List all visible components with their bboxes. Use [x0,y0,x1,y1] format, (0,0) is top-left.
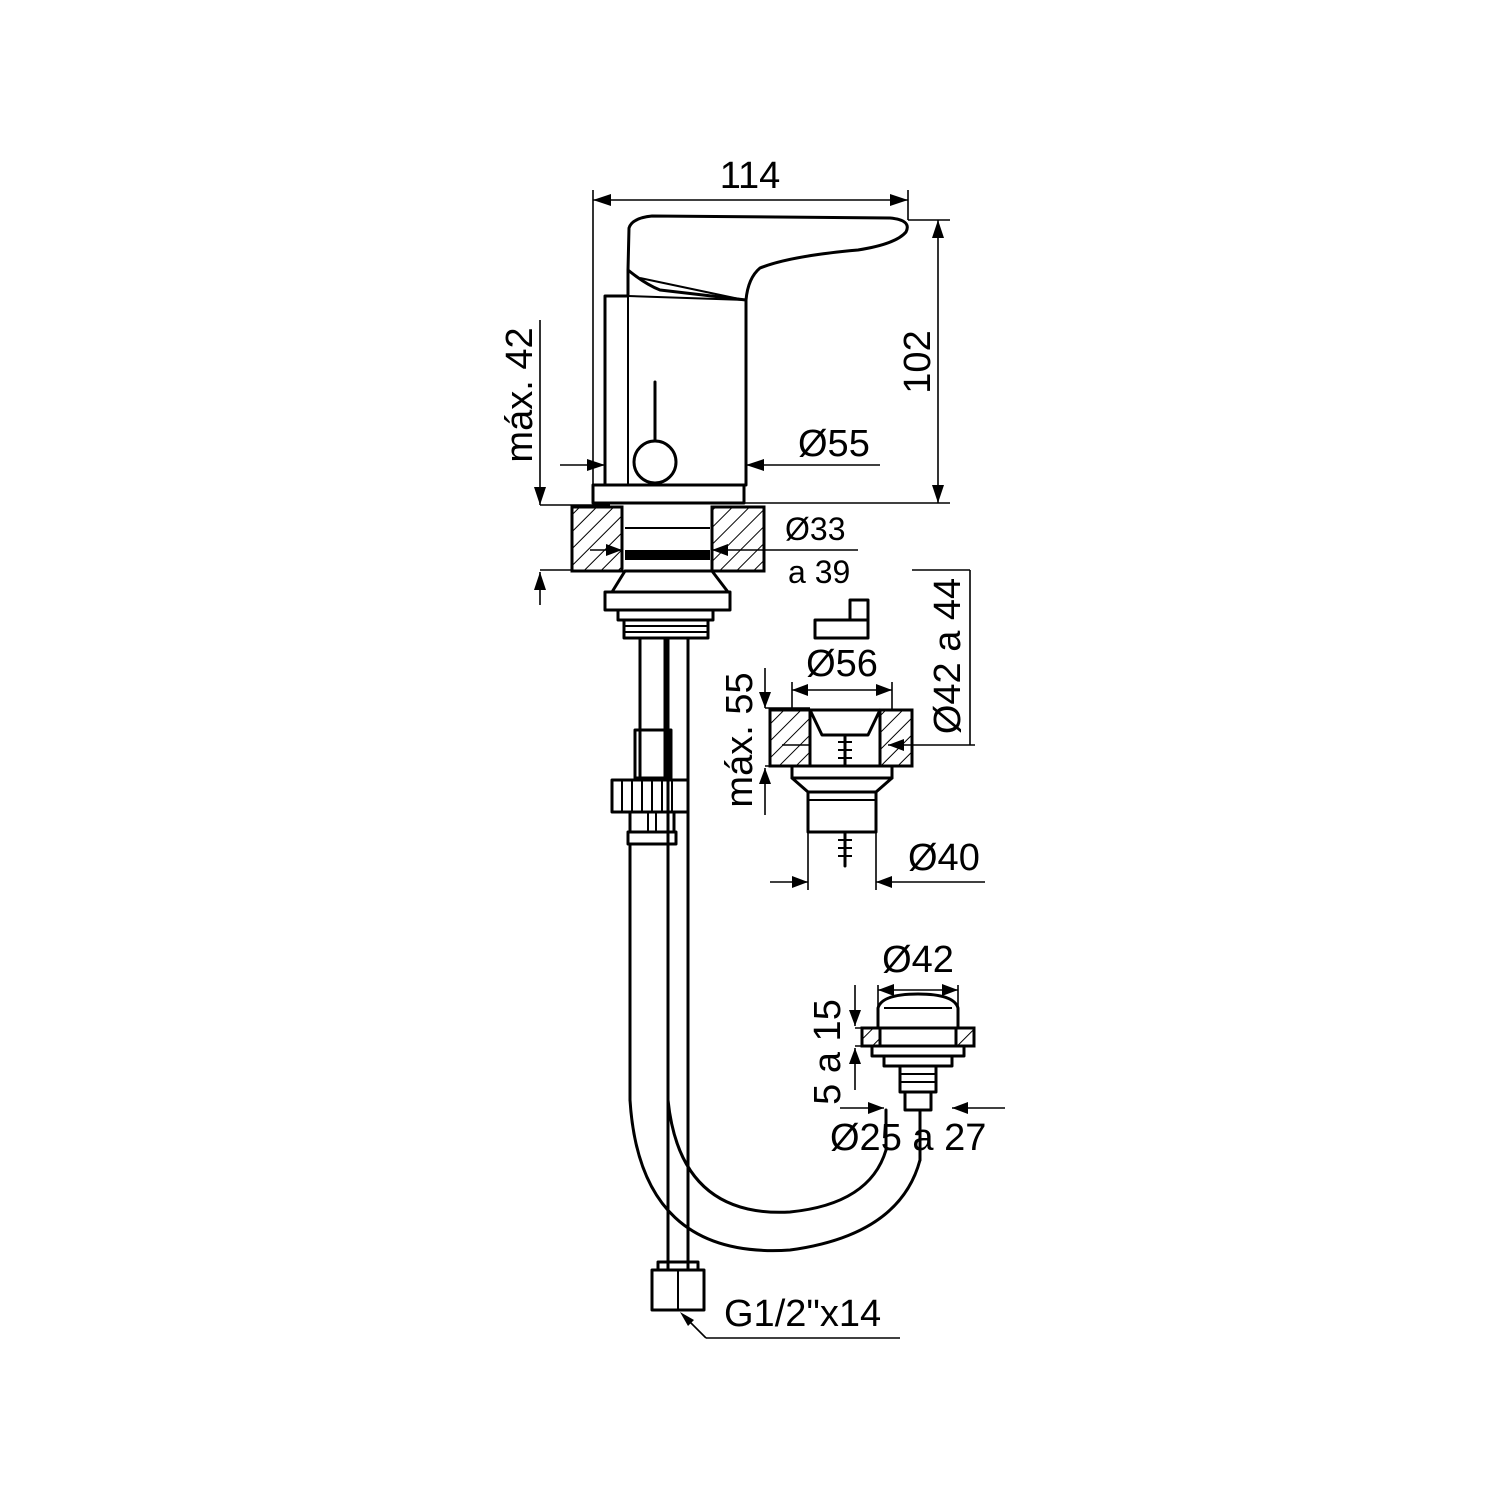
faucet-body [591,214,909,505]
label-dia-40: Ø40 [908,837,980,879]
label-dia-56: Ø56 [806,643,878,685]
dimension-dia-56 [791,682,893,710]
dimension-dia-40 [770,832,985,890]
dimension-102 [744,219,950,504]
label-102: 102 [897,330,939,393]
aerator-component [768,598,914,868]
dimension-dia-55 [560,459,880,471]
label-dia-33: Ø33 [785,511,845,547]
dimension-dia-25-27 [840,1102,1005,1114]
label-thread: G1/2"x14 [724,1293,881,1335]
dimension-dia-42-44 [888,569,975,751]
label-dia-42-44: Ø42 a 44 [927,578,969,734]
label-dia-25-27: Ø25 a 27 [830,1117,986,1159]
dimension-max-55 [759,668,810,815]
label-dia-55: Ø55 [798,423,870,465]
valve-component [860,992,976,1112]
flexible-hose [628,1098,922,1253]
mounting-nut [603,569,732,640]
dimension-dia-42 [877,984,959,1008]
dimension-dia-33 [590,544,858,556]
label-dia-42: Ø42 [882,939,954,981]
countertop-section [570,505,766,573]
label-max-42: máx. 42 [499,327,541,462]
label-5-a-15: 5 a 15 [807,999,849,1105]
label-114: 114 [720,155,781,197]
dimension-5-15 [849,985,880,1090]
dimension-114 [592,190,909,485]
label-max-55: máx. 55 [719,672,761,807]
dimension-max-42 [534,320,610,605]
label-a-39: a 39 [788,554,850,590]
supply-pipe-left [610,636,690,1102]
thread-fitting [650,1260,900,1339]
